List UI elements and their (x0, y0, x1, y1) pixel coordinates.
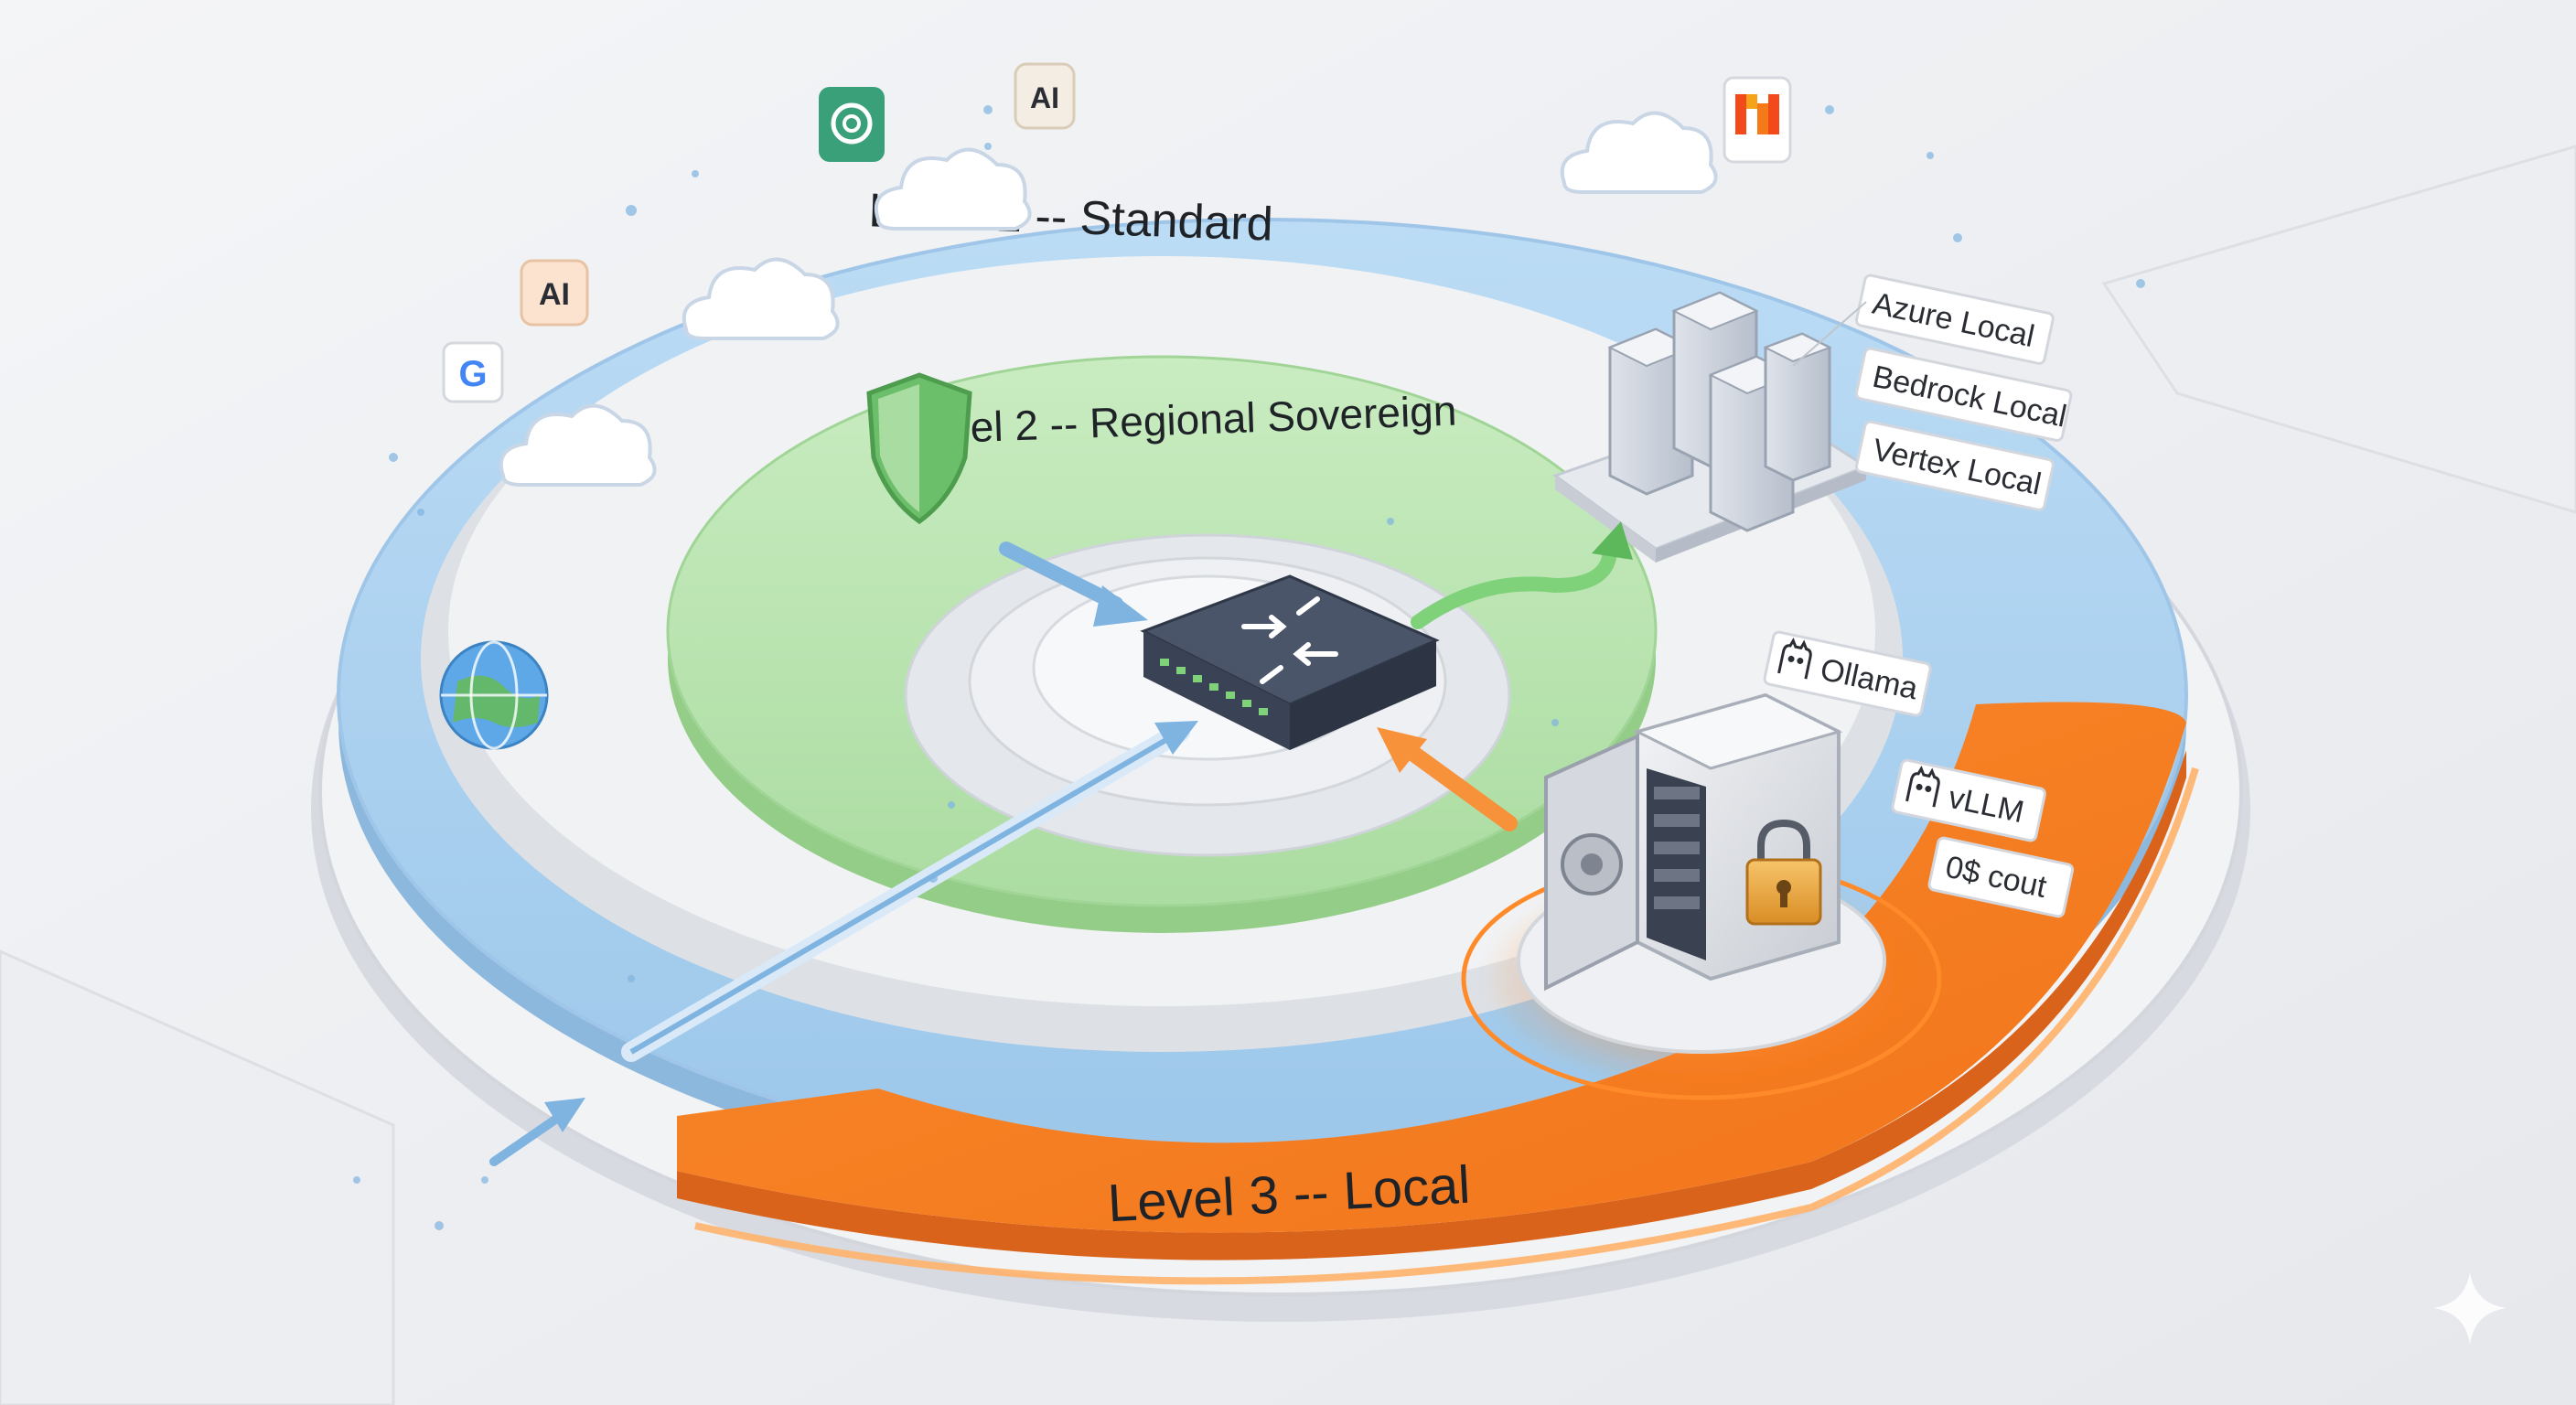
level3-segment (677, 702, 2186, 1233)
arrow-level1-to-router (621, 721, 1198, 1062)
server-rack-icon (1763, 332, 1832, 482)
exchange-arrows-icon (1241, 596, 1338, 684)
tag-connector (1792, 301, 1867, 367)
vault-server-icon (1544, 692, 1843, 992)
arrow-vault-to-router (1377, 727, 1518, 831)
google-logo-icon: G (442, 341, 504, 403)
tag-azure-local: Azure Local (1854, 273, 2055, 365)
particles (353, 105, 2145, 1230)
svg-text:AI: AI (539, 277, 570, 312)
background-panel-right (2101, 145, 2576, 514)
regional-datacenter-icon (1551, 291, 1870, 563)
shield-icon (866, 372, 972, 525)
llama-icon (1777, 638, 1812, 680)
mistral-logo-icon (1723, 76, 1792, 164)
vault-door (1544, 733, 1639, 992)
background-panel-left (0, 949, 395, 1405)
openai-logo-icon (819, 87, 885, 162)
cloud-icon (682, 257, 840, 340)
svg-text:G: G (458, 354, 487, 394)
tag-ollama: Ollama (1763, 630, 1932, 717)
padlock-icon (1745, 819, 1822, 926)
cloud-icon (499, 403, 657, 487)
ai-badge-icon: AI (520, 259, 589, 327)
ai-badge-icon: AI (1014, 62, 1076, 130)
server-rack-icon (1607, 327, 1695, 496)
llama-icon (1905, 766, 1940, 808)
tag-zero-cost: 0$ cout (1927, 836, 2075, 918)
tag-vllm: vLLM (1891, 758, 2046, 842)
switch-ports (1160, 659, 1268, 715)
router-switch-icon (1140, 574, 1440, 750)
svg-text:AI: AI (1030, 81, 1059, 114)
arrow-entry (489, 1098, 585, 1166)
arrow-router-to-datacenter (1411, 521, 1633, 629)
level3-ring-side (677, 750, 2186, 1260)
cloud-icon (1560, 111, 1718, 194)
cloud-icon (874, 147, 1032, 231)
globe-icon (439, 640, 549, 750)
level3-glow-edge (694, 767, 2199, 1285)
arrow-shield-to-router (999, 542, 1148, 627)
sparkle-icon (2433, 1271, 2506, 1345)
